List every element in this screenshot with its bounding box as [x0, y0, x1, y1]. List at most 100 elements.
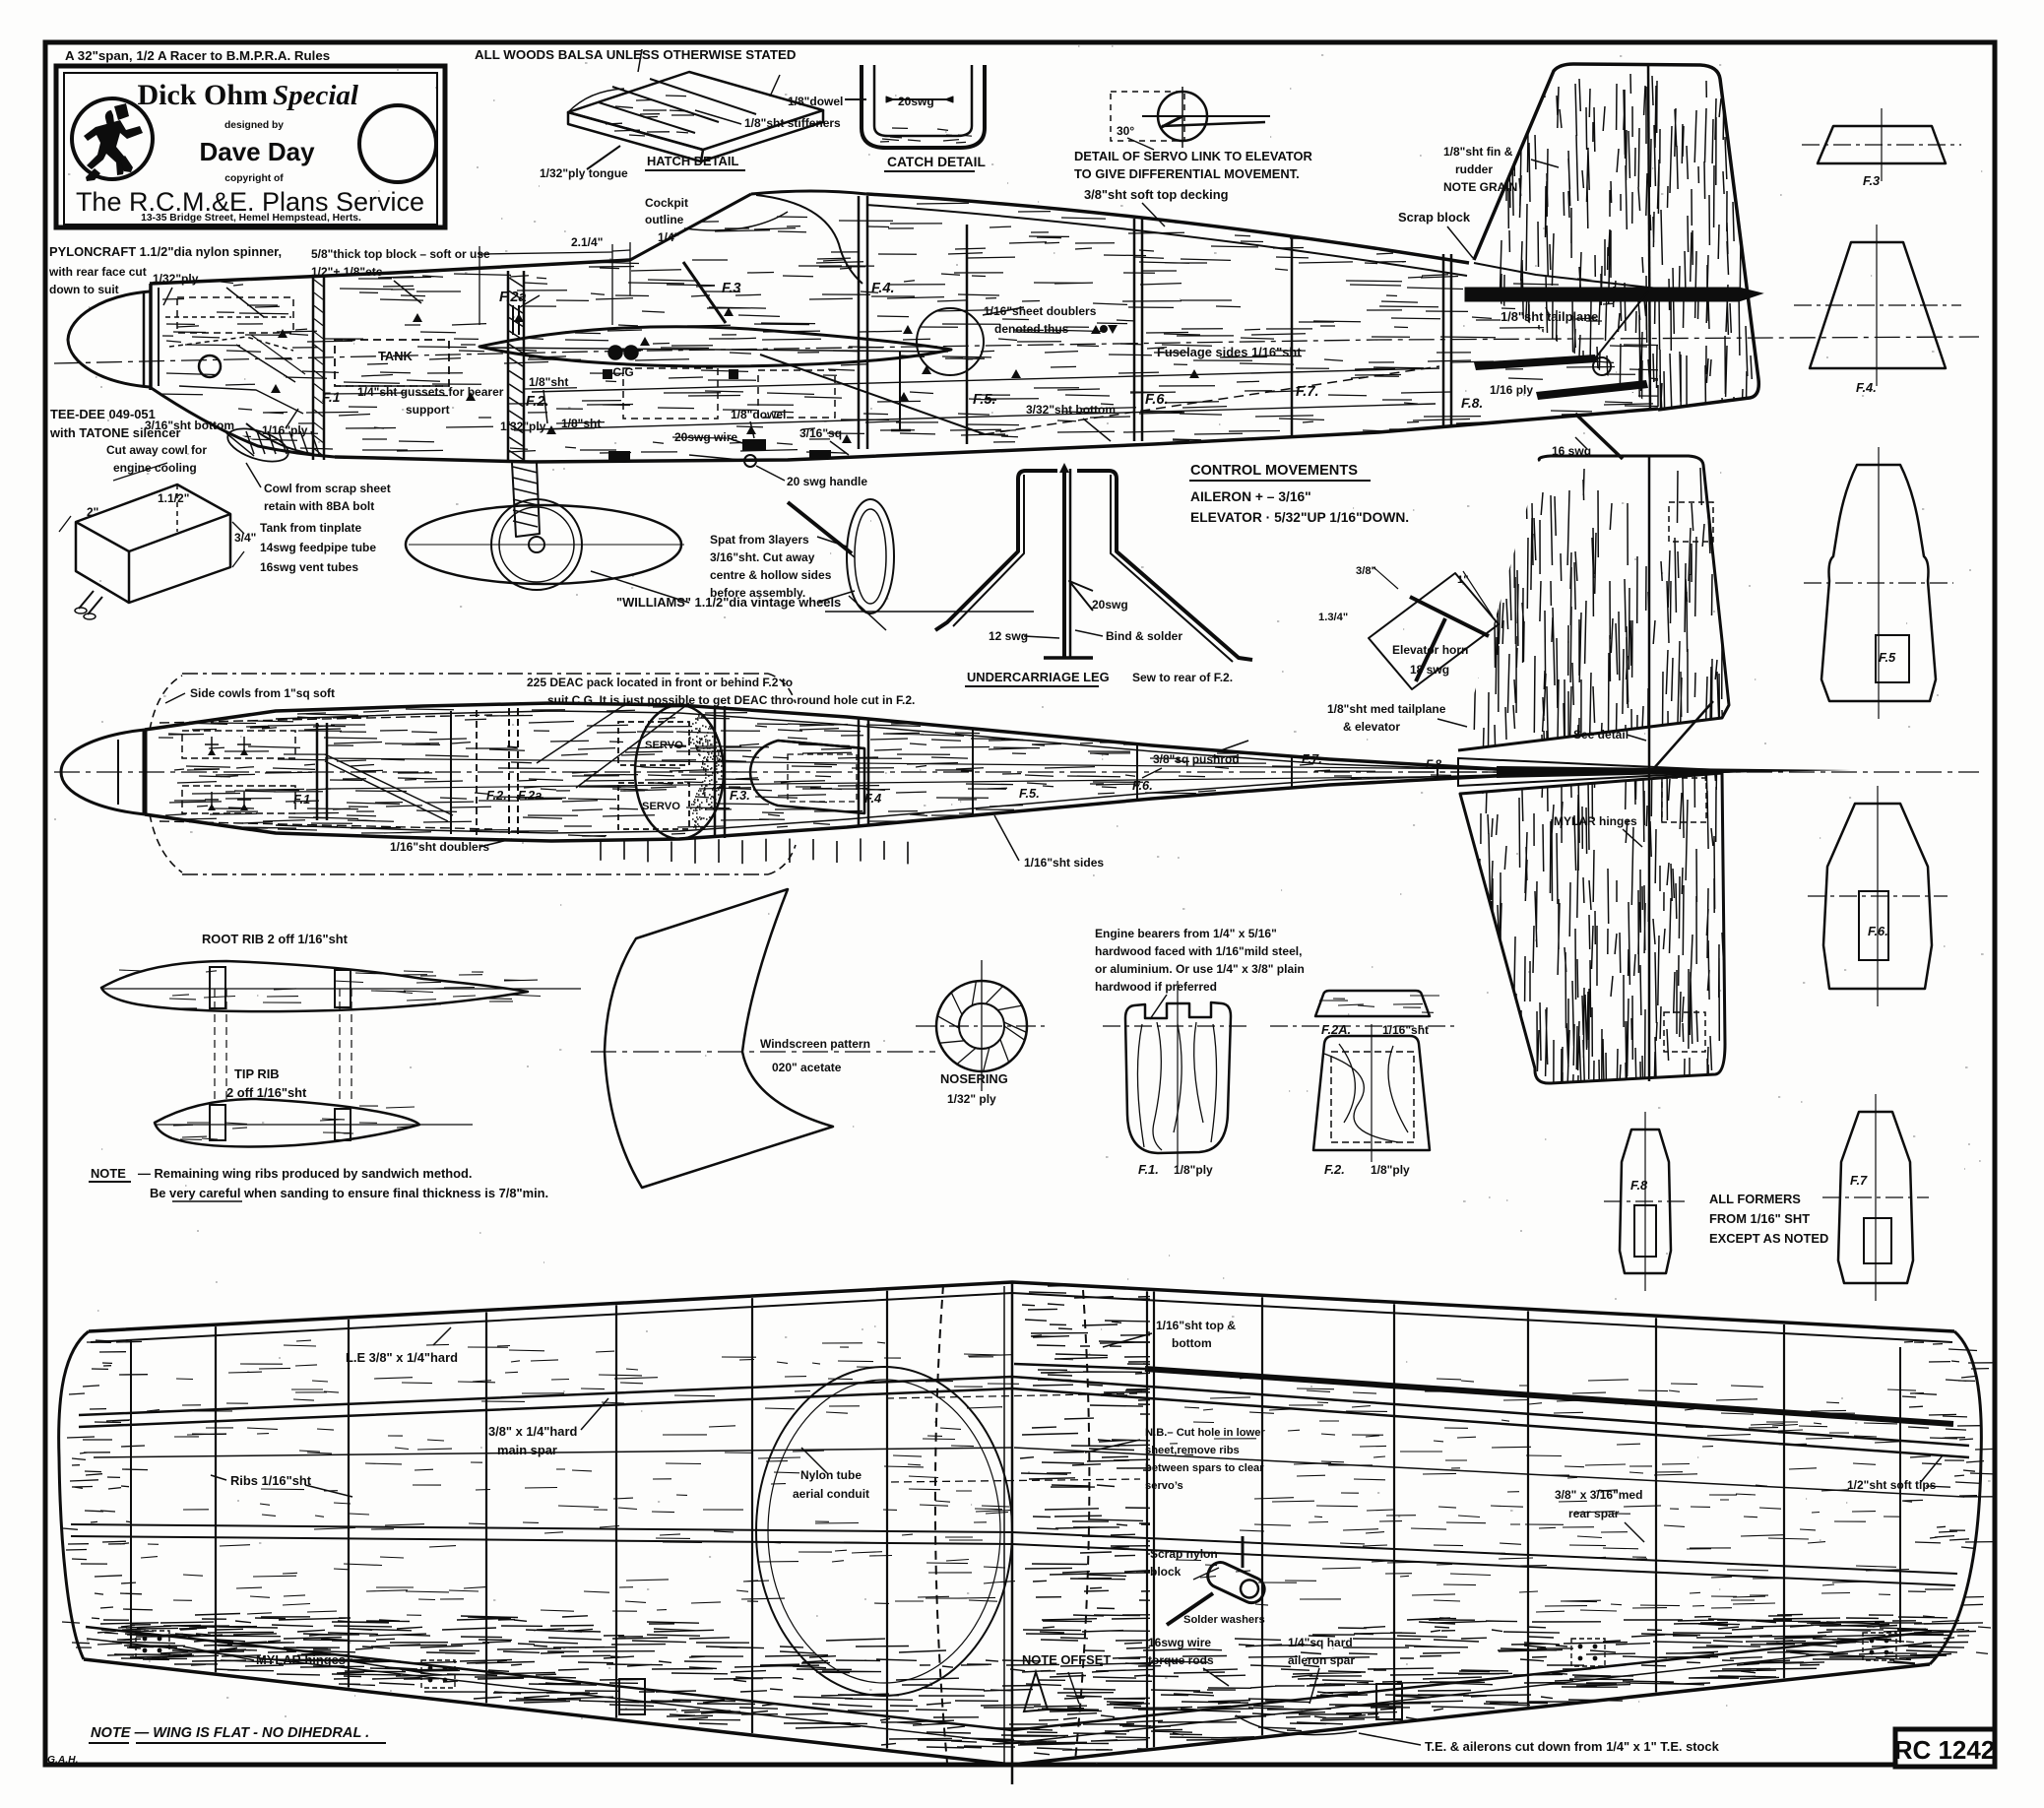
- svg-text:Special: Special: [273, 80, 359, 111]
- svg-text:1/2"+ 1/8"etc: 1/2"+ 1/8"etc: [311, 265, 383, 279]
- svg-text:3/32"sht bottom: 3/32"sht bottom: [1026, 403, 1116, 417]
- svg-text:ROOT RIB 2 off 1/16"sht: ROOT RIB 2 off 1/16"sht: [202, 932, 349, 946]
- svg-text:1/32"ply tongue: 1/32"ply tongue: [540, 166, 628, 180]
- svg-text:Side cowls from 1"sq soft: Side cowls from 1"sq soft: [190, 686, 335, 700]
- svg-text:or aluminium. Or use 1/4" x: or aluminium. Or use 1/4" x 3/8" plain: [1095, 962, 1305, 976]
- svg-text:F.1.: F.1.: [1138, 1162, 1159, 1177]
- svg-text:F.7: F.7: [1850, 1173, 1868, 1188]
- svg-text:1.1/2": 1.1/2": [158, 491, 189, 505]
- svg-text:F.6.: F.6.: [1868, 924, 1888, 938]
- svg-text:1/8"sht fin &: 1/8"sht fin &: [1443, 145, 1513, 159]
- svg-text:1": 1": [1457, 574, 1469, 586]
- svg-text:F.2a: F.2a: [499, 290, 527, 305]
- svg-text:F.5: F.5: [1879, 650, 1896, 665]
- svg-text:NOTE OFFSET: NOTE OFFSET: [1022, 1652, 1111, 1667]
- svg-text:Engine bearers from 1/4" x: Engine bearers from 1/4" x 5/16": [1095, 927, 1277, 940]
- svg-text:CATCH DETAIL: CATCH DETAIL: [887, 155, 986, 169]
- svg-text:Nylon tube: Nylon tube: [800, 1468, 862, 1482]
- svg-text:F.5.: F.5.: [973, 392, 996, 408]
- svg-text:Windscreen pattern: Windscreen pattern: [760, 1037, 870, 1051]
- svg-text:Be very careful when sanding t: Be very careful when sanding to ensure f…: [150, 1186, 548, 1200]
- svg-text:3/8" x 1/4"hard: 3/8" x 1/4"hard: [488, 1424, 577, 1439]
- svg-text:2": 2": [87, 505, 98, 519]
- svg-text:G.A.H.: G.A.H.: [47, 1755, 78, 1766]
- svg-text:Ribs 1/16"sht: Ribs 1/16"sht: [230, 1473, 312, 1488]
- svg-text:1/8"dowel: 1/8"dowel: [731, 408, 786, 421]
- svg-text:down to suit: down to suit: [49, 283, 119, 296]
- svg-text:Scrap block: Scrap block: [1398, 210, 1471, 225]
- svg-text:1/16"sht top &: 1/16"sht top &: [1156, 1319, 1236, 1332]
- svg-text:A 32"span, 1/2 A Racer to B.M: A 32"span, 1/2 A Racer to B.M.P.R.A. Rul…: [65, 48, 330, 63]
- svg-text:F.7.: F.7.: [1296, 384, 1319, 400]
- svg-text:with rear face cut: with rear face cut: [48, 265, 147, 279]
- svg-text:20swg: 20swg: [1092, 598, 1128, 612]
- svg-text:before assembly.: before assembly.: [710, 586, 805, 600]
- svg-text:3/16"sq: 3/16"sq: [799, 426, 842, 440]
- svg-text:CONTROL MOVEMENTS: CONTROL MOVEMENTS: [1190, 463, 1358, 479]
- svg-text:2 off 1/16"sht: 2 off 1/16"sht: [226, 1085, 307, 1100]
- svg-text:FROM 1/16" SHT: FROM 1/16" SHT: [1709, 1211, 1810, 1226]
- svg-text:N.B.– Cut hole in lower: N.B.– Cut hole in lower: [1145, 1427, 1265, 1439]
- svg-text:F.1: F.1: [293, 792, 310, 807]
- svg-text:1/8"sht: 1/8"sht: [561, 417, 601, 430]
- svg-text:MYLAR hinges: MYLAR hinges: [1554, 814, 1637, 828]
- svg-text:Elevator horn: Elevator horn: [1392, 643, 1468, 657]
- svg-text:Spat from 3layers: Spat from 3layers: [710, 533, 809, 547]
- svg-text:3/4": 3/4": [234, 531, 256, 545]
- svg-text:— Remaining wing ribs produc: — Remaining wing ribs produced by sandwi…: [138, 1166, 473, 1181]
- svg-text:hardwood faced with 1/16"mi: hardwood faced with 1/16"mild steel,: [1095, 944, 1302, 958]
- svg-text:1/8"ply: 1/8"ply: [1371, 1163, 1410, 1177]
- svg-text:NOTE: NOTE: [91, 1166, 126, 1181]
- svg-text:aileron spar: aileron spar: [1288, 1653, 1355, 1667]
- svg-text:3/16"sht. Cut away: 3/16"sht. Cut away: [710, 550, 815, 564]
- svg-text:Dick Ohm: Dick Ohm: [137, 79, 268, 111]
- svg-text:PYLONCRAFT 1.1/2"dia nylon: PYLONCRAFT 1.1/2"dia nylon spinner,: [49, 244, 282, 259]
- svg-text:outline: outline: [645, 213, 684, 226]
- svg-text:ELEVATOR · 5/32"UP 1/16"DO: ELEVATOR · 5/32"UP 1/16"DOWN.: [1190, 510, 1409, 525]
- svg-text:1/32"ply: 1/32"ply: [153, 272, 199, 286]
- svg-text:1/8"sht med tailplane: 1/8"sht med tailplane: [1327, 702, 1446, 716]
- svg-text:14swg feedpipe tube: 14swg feedpipe tube: [260, 541, 376, 554]
- svg-text:TEE-DEE 049-051: TEE-DEE 049-051: [50, 407, 156, 421]
- svg-text:F.2.: F.2.: [486, 788, 507, 803]
- svg-text:3/8": 3/8": [1356, 565, 1376, 577]
- svg-text:3/16"sht bottom: 3/16"sht bottom: [145, 419, 234, 432]
- svg-text:copyright of: copyright of: [224, 173, 284, 184]
- svg-text:NOSERING: NOSERING: [940, 1071, 1008, 1086]
- svg-text:RC 1242: RC 1242: [1894, 1735, 1996, 1765]
- svg-text:3/8" x 3/16"med: 3/8" x 3/16"med: [1555, 1488, 1642, 1502]
- svg-text:F.2.: F.2.: [526, 394, 549, 410]
- svg-text:TANK: TANK: [378, 349, 414, 363]
- svg-text:sheet,remove ribs: sheet,remove ribs: [1145, 1445, 1240, 1456]
- svg-text:AILERON + – 3/16": AILERON + – 3/16": [1190, 489, 1311, 504]
- svg-text:F.2a.: F.2a.: [518, 788, 545, 803]
- svg-text:F.3: F.3: [722, 281, 740, 296]
- svg-text:20 swg handle: 20 swg handle: [787, 475, 867, 488]
- svg-text:16swg vent tubes: 16swg vent tubes: [260, 560, 358, 574]
- svg-text:1/8"dowel: 1/8"dowel: [788, 95, 843, 108]
- svg-text:F.4: F.4: [864, 791, 881, 806]
- svg-text:1/32"ply: 1/32"ply: [500, 420, 546, 433]
- svg-text:TO GIVE DIFFERENTIAL MOVEMENT.: TO GIVE DIFFERENTIAL MOVEMENT.: [1074, 166, 1300, 181]
- svg-text:L.E 3/8" x 1/4"hard: L.E 3/8" x 1/4"hard: [346, 1350, 458, 1365]
- svg-text:rear spar: rear spar: [1568, 1507, 1620, 1520]
- svg-text:1/4": 1/4": [658, 230, 679, 244]
- svg-text:1/16"sht: 1/16"sht: [1382, 1023, 1429, 1037]
- svg-text:UNDERCARRIAGE LEG: UNDERCARRIAGE LEG: [967, 670, 1110, 684]
- svg-text:DETAIL OF SERVO LINK TO ELEVAT: DETAIL OF SERVO LINK TO ELEVATOR: [1074, 149, 1313, 163]
- svg-text:NOTE GRAIN: NOTE GRAIN: [1443, 180, 1517, 194]
- svg-text:F.6.: F.6.: [1145, 392, 1169, 408]
- svg-text:1/8"sht: 1/8"sht: [529, 375, 568, 389]
- svg-text:18 swg: 18 swg: [1410, 663, 1449, 677]
- svg-text:1/4"sht gussets for bearer: 1/4"sht gussets for bearer: [357, 385, 504, 399]
- svg-text:Bind & solder: Bind & solder: [1106, 629, 1182, 643]
- svg-text:1/16 ply: 1/16 ply: [1490, 383, 1533, 397]
- svg-text:support: support: [406, 403, 450, 417]
- svg-text:20swg: 20swg: [898, 95, 934, 108]
- svg-text:2.1/4": 2.1/4": [571, 235, 603, 249]
- svg-text:with TATONE silencer: with TATONE silencer: [49, 425, 181, 440]
- svg-text:Cowl from scrap sheet: Cowl from scrap sheet: [264, 482, 391, 495]
- svg-text:1/16"sht sides: 1/16"sht sides: [1024, 856, 1104, 870]
- svg-text:Sew to rear of F.2.: Sew to rear of F.2.: [1132, 671, 1233, 684]
- svg-text:centre & hollow sides: centre & hollow sides: [710, 568, 832, 582]
